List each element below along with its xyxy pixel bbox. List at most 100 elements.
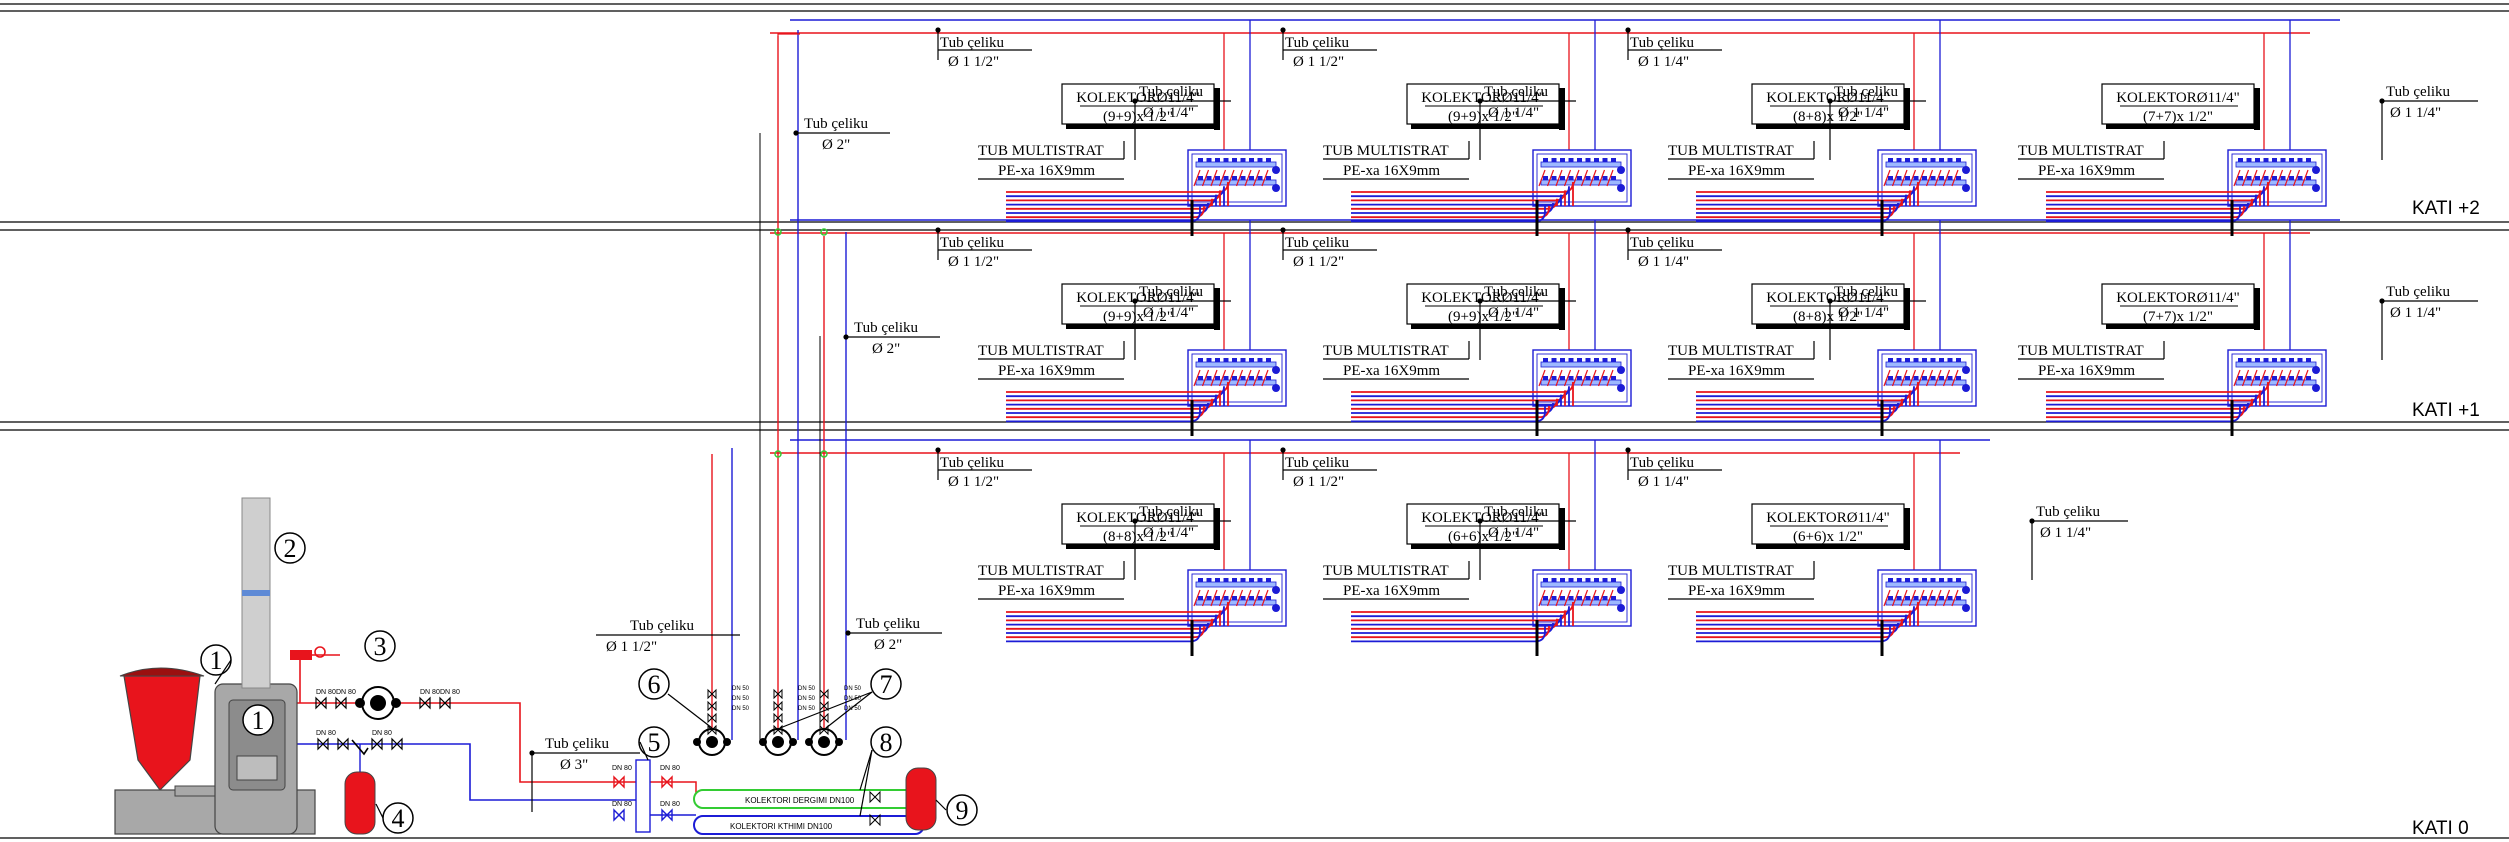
box-shadow [1066,124,1220,129]
manifold-frame [2231,153,2323,203]
valve [707,700,717,712]
manifold-valve [1888,596,1893,600]
manifold-valve [1198,596,1203,600]
loop-connector [1589,169,1597,187]
loop-connector [1555,169,1563,187]
loop-pipe [2046,206,2241,223]
manifold-valve [1198,158,1203,162]
pipe-label: Tub çeliku [1285,455,1350,471]
loop-connector [2250,169,2258,187]
collector-blocks: KOLEKTORØ11/4"(9+9)x 1/2"TUB MULTISTRATP… [978,83,2327,656]
loop-pipe [2046,198,2253,210]
manifold-valve [1206,158,1212,162]
loop-pipe [1006,386,1225,406]
pipe-label: Tub çeliku [1630,35,1695,51]
collector-size: (6+6)x 1/2" [1448,529,1518,545]
collector-title: KOLEKTORØ11/4" [1766,290,1890,306]
loop-connector [1201,169,1210,187]
multistrat-line2: PE-xa 16X9mm [998,363,1095,379]
pipe-label: Tub çeliku [1484,284,1549,300]
manifold-valve [1956,376,1961,380]
collector-block: KOLEKTORØ11/4"(9+9)x 1/2"TUB MULTISTRATP… [1323,83,1632,236]
collector-title: KOLEKTORØ11/4" [1421,90,1545,106]
callout-circle [946,794,978,826]
pump-flange [759,738,767,746]
manifold-frame [1881,353,1973,403]
manifold-valve [2238,176,2243,180]
manifold-valve [1913,578,1919,582]
pipe-label: Tub çeliku [1139,84,1204,100]
outlet-valve [1272,184,1280,192]
underfloor-loops [1006,181,1229,223]
loop-connector [1546,589,1555,607]
pump-flange [835,738,843,746]
hydraulic-separator [635,759,651,833]
callout-circle [870,668,902,700]
pipe-size: Ø 1 1/4" [1488,525,1539,541]
loop-pipe [1351,626,1546,643]
manifold-valve [1922,358,1927,362]
loop-connector [1193,169,1201,187]
loop-connector [1210,369,1218,387]
pipe-size: Ø 1 1/4" [2390,305,2441,321]
manifold-valve [1223,158,1229,162]
manifold-valve [1905,358,1910,362]
box-shadow [1214,88,1220,130]
underfloor-loops [1351,381,1574,423]
loop-pipe [1696,626,1891,643]
manifold-valve [1922,578,1927,582]
leader-line [639,741,649,761]
manifold-valve [2272,376,2277,380]
manifold-valve [1240,596,1246,600]
manifold-valve [1543,596,1548,600]
manifold-valve [1266,358,1271,362]
loop-connector [1252,589,1261,607]
loop-pipe [1696,402,1899,414]
manifold-valve [2255,358,2260,362]
pump-flange [789,738,797,746]
box-shadow [1756,544,1910,549]
manifold-valve [1594,596,1599,600]
manifold-frame [1536,573,1628,623]
manifold-valve [1922,376,1927,380]
manifold-valve [1240,578,1246,582]
loop-pipe [1006,610,1221,626]
leader-line [859,749,873,817]
manifold-valve [1249,158,1254,162]
manifold-valve [2246,376,2252,380]
manifold-valve [1232,578,1237,582]
manifold-valve [1611,158,1616,162]
collector-title: KOLEKTORØ11/4" [1766,90,1890,106]
manifold-valve [1896,158,1902,162]
loop-pipe [1006,381,1229,406]
callout-number: 9 [956,796,969,825]
pipe-label: Tub çeliku [1630,235,1695,251]
manifold-bar [1540,161,1622,168]
loop-connector [1235,369,1244,387]
loop-connector [1580,369,1589,387]
valve [661,775,673,789]
manifold-valve [1956,596,1961,600]
manifold-valve [1939,596,1944,600]
ball-valve [317,737,329,751]
loop-pipe [1351,186,1570,206]
loop-pipe [1006,601,1229,626]
loop-connector [1942,369,1951,387]
loop-connector [1261,369,1269,387]
manifold-valve [2246,158,2252,162]
manifold-bar [1195,161,1277,168]
manifold-valve [1266,596,1271,600]
multistrat-line2: PE-xa 16X9mm [1688,163,1785,179]
loop-connector [1883,589,1891,607]
pipe-label: Tub çeliku [1139,504,1204,520]
multistrat-line1: TUB MULTISTRAT [1323,143,1449,159]
loop-connector [2301,369,2309,387]
outlet-valve [1272,366,1280,374]
loop-pipe [1696,626,1895,639]
manifold-valve [1913,176,1919,180]
pipe-label: Tub çeliku [856,616,921,632]
loop-pipe [1696,206,1891,223]
pipe-label: Tub çeliku [630,618,695,634]
callout-number: 6 [648,670,661,699]
loop-connector [1597,169,1606,187]
